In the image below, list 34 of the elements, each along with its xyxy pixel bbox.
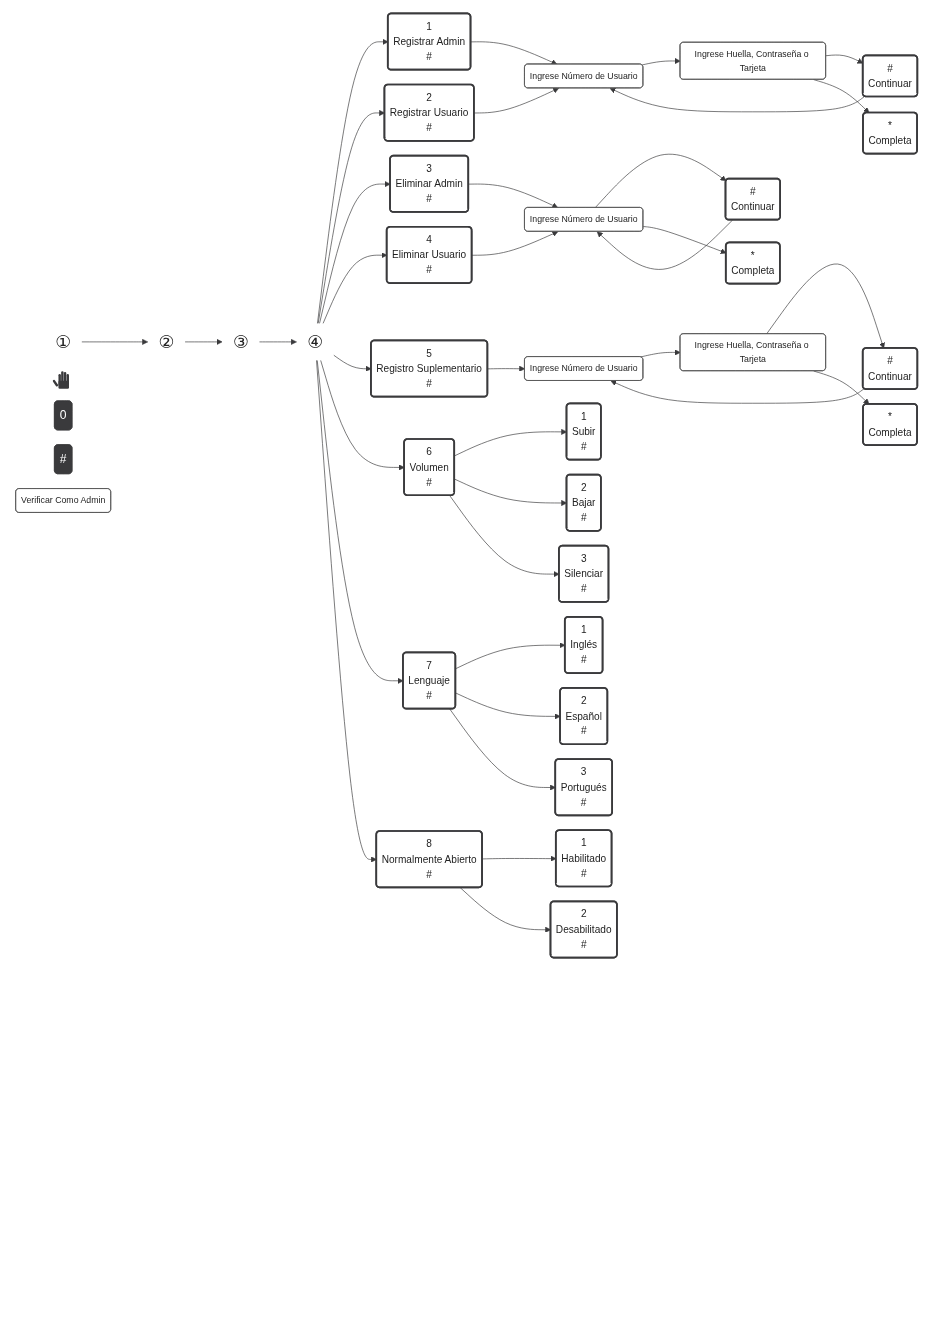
step-number: ①	[55, 331, 72, 352]
keypad-key: 0	[54, 400, 73, 431]
menu-option-box: # Continuar	[861, 54, 919, 98]
menu-option-box: 7 Lenguaje #	[402, 651, 457, 710]
keypad-key: #	[54, 444, 73, 475]
menu-option-box: * Completa	[724, 241, 781, 285]
menu-option-box: 2 Desabilitado #	[549, 900, 618, 959]
menu-option-box: 1 Habilitado #	[554, 829, 613, 888]
menu-option-box: 8 Normalmente Abierto #	[375, 830, 483, 889]
menu-option-box: 1 Inglés #	[563, 615, 604, 674]
prompt-box: Ingrese Huella, Contraseña o Tarjeta	[679, 41, 826, 80]
menu-option-box: * Completa	[862, 111, 918, 155]
menu-option-box: 4 Eliminar Usuario #	[385, 225, 473, 284]
menu-option-box: 2 Bajar #	[565, 473, 602, 532]
menu-option-box: # Continuar	[861, 347, 919, 390]
prompt-box: Ingrese Huella, Contraseña o Tarjeta	[679, 333, 826, 372]
prompt-box: Ingrese Número de Usuario	[524, 207, 644, 232]
step-number: ②	[158, 331, 175, 352]
menu-option-box: 6 Volumen #	[403, 438, 456, 497]
prompt-box: Verificar Como Admin	[15, 488, 112, 513]
menu-option-box: 5 Registro Suplementario #	[370, 339, 489, 398]
menu-option-box: 2 Registrar Usuario #	[383, 83, 475, 142]
menu-option-box: # Continuar	[724, 177, 781, 221]
menu-option-box: 3 Eliminar Admin #	[389, 154, 470, 213]
menu-option-box: 2 Español #	[559, 687, 609, 746]
menu-option-box: 3 Silenciar #	[558, 544, 610, 603]
prompt-box: Ingrese Número de Usuario	[524, 356, 644, 381]
menu-option-box: 3 Portugués #	[554, 758, 613, 817]
step-number: ③	[232, 331, 249, 352]
menu-option-box: 1 Registrar Admin #	[386, 12, 472, 71]
step-number: ④	[307, 331, 324, 352]
prompt-box: Ingrese Número de Usuario	[524, 63, 644, 89]
menu-option-box: * Completa	[862, 403, 918, 446]
menu-option-box: 1 Subir #	[565, 402, 602, 461]
